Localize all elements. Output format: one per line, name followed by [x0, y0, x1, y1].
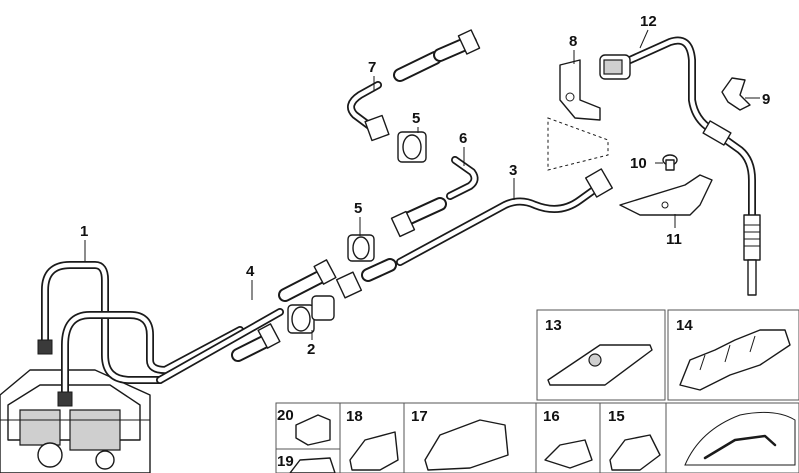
- inset-15: [599, 402, 667, 473]
- inset-16: [535, 402, 601, 473]
- callout-5-upper: 5: [412, 110, 420, 127]
- callout-15: 15: [608, 408, 625, 425]
- callout-5-lower: 5: [354, 200, 362, 217]
- callout-13: 13: [545, 317, 562, 334]
- callout-2: 2: [307, 341, 315, 358]
- brake-line-1: [37, 261, 284, 407]
- hydraulic-unit: [0, 369, 151, 473]
- inset-17: [403, 402, 537, 473]
- inset-20: [275, 402, 341, 450]
- fitting-5-lower: [335, 234, 397, 299]
- callout-9: 9: [762, 91, 770, 108]
- callout-17: 17: [411, 408, 428, 425]
- inset-13: [536, 309, 666, 401]
- inset-car-location: [665, 402, 799, 473]
- brake-line-6-7: [347, 29, 481, 200]
- callout-3: 3: [509, 162, 517, 179]
- callout-6: 6: [459, 130, 467, 147]
- callout-10: 10: [630, 155, 647, 172]
- inset-18: [339, 402, 405, 473]
- callout-7: 7: [368, 59, 376, 76]
- callout-labels: 1 2 3 4 5 5 6 7 8 9 10 11 12 13 14 15 16…: [80, 13, 770, 470]
- leader-lines: [84, 29, 760, 340]
- callout-14: 14: [676, 317, 693, 334]
- brake-line-4: [231, 259, 337, 362]
- union-nut-2: [287, 295, 335, 334]
- brake-line-3: [390, 168, 613, 266]
- inset-19: [275, 448, 341, 473]
- bracket-11: [619, 174, 713, 216]
- callout-12: 12: [640, 13, 657, 30]
- bracket-8: [547, 59, 609, 171]
- bolt-10: [662, 154, 678, 171]
- clip-9: [721, 77, 751, 111]
- callout-19: 19: [277, 453, 294, 470]
- callout-20: 20: [277, 407, 294, 424]
- callout-1: 1: [80, 223, 88, 240]
- callout-16: 16: [543, 408, 560, 425]
- inset-14: [667, 309, 799, 401]
- callout-8: 8: [569, 33, 577, 50]
- callout-18: 18: [346, 408, 363, 425]
- brake-hose-12: [599, 36, 761, 296]
- callout-11: 11: [666, 231, 682, 248]
- callout-4: 4: [246, 263, 255, 280]
